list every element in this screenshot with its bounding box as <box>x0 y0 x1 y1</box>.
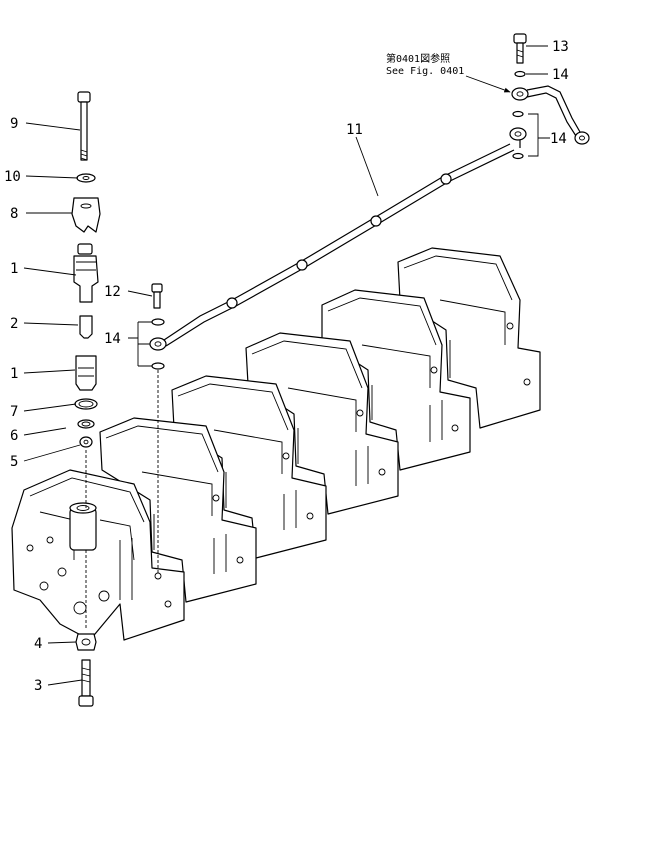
part-1-sleeve <box>75 355 97 391</box>
part-12-bolt <box>151 283 163 309</box>
label-part-1-injector: 1 <box>10 261 18 277</box>
part-3-stud <box>78 659 94 707</box>
reference-note-en: See Fig. 0401 <box>386 66 464 77</box>
fuel-pipe-assembly <box>149 33 590 575</box>
label-part-4: 4 <box>34 636 42 652</box>
cylinder-heads <box>11 247 541 641</box>
label-part-10: 10 <box>4 169 21 185</box>
cylinder-head-2 <box>99 417 257 603</box>
part-5-gasket <box>79 436 93 448</box>
part-14-washer-top <box>514 70 526 78</box>
pipe-banjo-left <box>149 337 167 351</box>
part-9-bolt <box>77 91 91 161</box>
cylinder-head-1 <box>11 469 185 641</box>
cylinder-head-5 <box>321 289 471 471</box>
part-10-washer <box>76 173 96 183</box>
part-13-bolt <box>513 33 527 64</box>
part-14-washer-lower <box>151 362 165 370</box>
label-part-13: 13 <box>552 39 569 55</box>
part-14-washer-right-upper <box>512 110 524 118</box>
label-part-12: 12 <box>104 284 121 300</box>
injector-stack <box>71 91 101 707</box>
cylinder-head-6 <box>397 247 541 429</box>
cylinder-head-3 <box>171 375 327 559</box>
label-part-5: 5 <box>10 454 18 470</box>
part-2-nozzle <box>79 315 93 339</box>
cylinder-head-4 <box>245 332 399 515</box>
label-part-14-right: 14 <box>550 131 567 147</box>
return-pipe <box>511 85 590 145</box>
part-7-o-ring <box>74 398 98 410</box>
reference-note: 第0401図参照 See Fig. 0401 <box>386 52 464 77</box>
part-1-injector <box>73 243 99 303</box>
pipe-clamp-2 <box>296 259 308 271</box>
pipe-clamp-1 <box>226 297 238 309</box>
label-part-9: 9 <box>10 116 18 132</box>
label-part-2: 2 <box>10 316 18 332</box>
part-labels: 9 10 8 1 2 1 7 6 5 4 3 12 14 11 13 14 14 <box>4 39 569 694</box>
part-4-nut <box>75 633 97 651</box>
pipe-banjo-right <box>509 127 527 148</box>
label-part-1-sleeve: 1 <box>10 366 18 382</box>
label-part-3: 3 <box>34 678 42 694</box>
label-part-7: 7 <box>10 404 18 420</box>
part-14-washer-upper <box>151 318 165 326</box>
pipe-clamp-4 <box>440 173 452 185</box>
leader-lines <box>23 45 550 686</box>
pipe-clamp-3 <box>370 215 382 227</box>
label-part-6: 6 <box>10 428 18 444</box>
part-8-clamp <box>71 197 101 233</box>
reference-note-jp: 第0401図参照 <box>386 52 450 65</box>
label-part-8: 8 <box>10 206 18 222</box>
label-part-11: 11 <box>346 122 363 138</box>
label-part-14-left: 14 <box>104 331 121 347</box>
label-part-14-top: 14 <box>552 67 569 83</box>
part-6-o-ring <box>77 419 95 429</box>
part-14-washer-right-lower <box>512 152 524 160</box>
